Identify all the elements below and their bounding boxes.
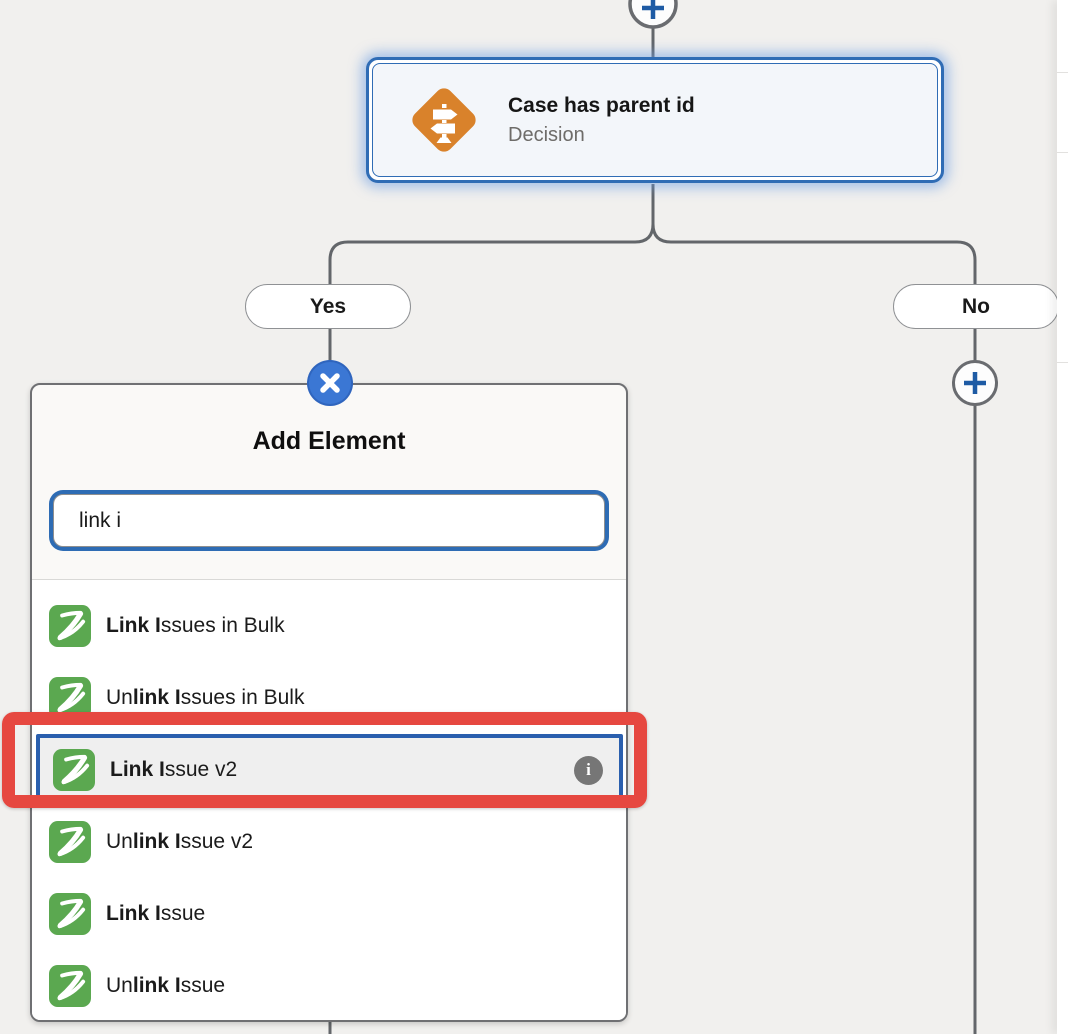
x-icon [320,373,340,393]
list-item-label: Unlink Issue [106,974,226,997]
add-connector-no-button[interactable] [952,360,998,406]
zagile-z-icon [49,605,91,647]
list-item-label: Link Issue [106,902,206,925]
list-item-label: Link Issues in Bulk [106,614,285,637]
zagile-z-icon [53,749,95,791]
list-item[interactable]: Link Issues in Bulk [32,590,626,662]
decision-node-type: Decision [508,123,585,146]
branch-label-no[interactable]: No [893,284,1059,329]
list-item[interactable]: Unlink Issue [32,950,626,1022]
list-item[interactable]: Unlink Issues in Bulk [32,662,626,734]
zagile-z-icon [49,893,91,935]
right-panel-edge [1057,0,1068,1034]
decision-node[interactable]: Case has parent id Decision [366,57,944,183]
close-popup-button[interactable] [307,360,353,406]
add-connector-top-button[interactable] [628,0,678,29]
info-icon[interactable]: i [574,755,603,785]
list-item[interactable]: Link Issue [32,878,626,950]
zagile-z-icon [49,965,91,1007]
list-item-label: Link Issue v2 [110,758,238,781]
zagile-z-icon [49,677,91,719]
list-item-selected[interactable]: Link Issue v2 i [36,734,623,806]
decision-node-title: Case has parent id [508,93,695,117]
list-item-label: Unlink Issues in Bulk [106,686,305,709]
zagile-z-icon [49,821,91,863]
add-element-popup: Add Element Link Issues in Bulk [30,383,628,1022]
list-item-label: Unlink Issue v2 [106,830,254,853]
decision-diamond-icon [412,88,476,152]
plus-icon [964,372,986,394]
list-item[interactable]: Unlink Issue v2 [32,806,626,878]
element-search-input[interactable] [53,494,605,547]
branch-label-yes[interactable]: Yes [245,284,411,329]
element-list: Link Issues in Bulk Unlink Issues in Bul… [32,579,626,1020]
plus-icon [642,0,664,19]
popup-title: Add Element [252,427,406,455]
decision-node-body: Case has parent id Decision [372,63,938,177]
